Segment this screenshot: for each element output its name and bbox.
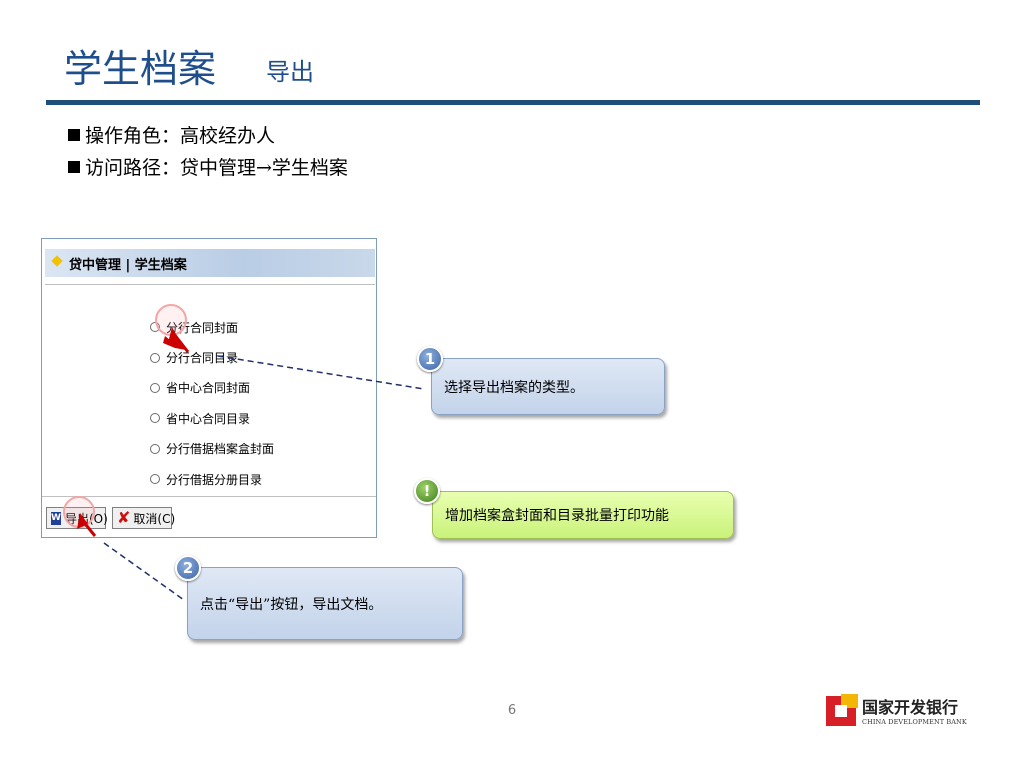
step1-badge: 1 (417, 346, 443, 372)
radio-button-icon[interactable] (150, 443, 160, 454)
bullet-text-path: 访问路径：贷中管理→学生档案 (85, 157, 348, 179)
word-document-icon: W (51, 511, 61, 525)
bank-logo-mark-icon (826, 694, 858, 726)
radio-option-branch-receipt-box-cover[interactable]: 分行借据档案盒封面 (150, 434, 274, 464)
cancel-button[interactable]: ✘取消(C) (112, 507, 176, 529)
radio-option-provincial-contract-index[interactable]: 省中心合同目录 (150, 403, 274, 433)
radio-option-branch-contract-index[interactable]: 分行合同目录 (150, 342, 274, 372)
bank-logo: 国家开发银行 CHINA DEVELOPMENT BANK (826, 694, 976, 734)
bank-name-cn: 国家开发银行 (862, 698, 959, 717)
panel-footer-divider (42, 496, 376, 497)
callout-step1: 选择导出档案的类型。 (431, 358, 665, 415)
step2-badge: 2 (175, 555, 201, 581)
callout-step2-text: 点击“导出”按钮，导出文档。 (200, 596, 383, 613)
radio-label: 分行合同目录 (166, 351, 239, 366)
square-bullet-icon (68, 161, 80, 173)
radio-label: 分行借据分册目录 (166, 472, 263, 487)
radio-button-icon[interactable] (150, 382, 160, 393)
bullet-item: 访问路径：贷中管理→学生档案 (68, 152, 348, 184)
red-cursor-arrow-icon (163, 332, 186, 350)
connector-line-step1 (217, 355, 425, 390)
radio-option-branch-receipt-volume-index[interactable]: 分行借据分册目录 (150, 464, 274, 494)
square-bullet-icon (68, 129, 80, 141)
callout-step2: 点击“导出”按钮，导出文档。 (187, 567, 463, 640)
bullet-list: 操作角色：高校经办人 访问路径：贷中管理→学生档案 (68, 120, 348, 184)
export-panel-screenshot: 贷中管理 | 学生档案 分行合同封面 分行合同目录 省中心合同封面 省中心合同目… (41, 238, 377, 538)
connector-line-step2 (103, 542, 185, 601)
panel-header: 贷中管理 | 学生档案 (45, 249, 375, 277)
red-x-icon: ✘ (117, 508, 131, 527)
radio-option-provincial-contract-cover[interactable]: 省中心合同封面 (150, 373, 274, 403)
radio-label: 省中心合同封面 (166, 381, 251, 396)
panel-breadcrumb: 贷中管理 | 学生档案 (69, 258, 187, 273)
callout-note: 增加档案盒封面和目录批量打印功能 (432, 491, 734, 539)
radio-button-icon[interactable] (150, 474, 160, 485)
slide-title: 学生档案 (64, 47, 217, 91)
callout-note-text: 增加档案盒封面和目录批量打印功能 (445, 508, 669, 524)
red-arrow-shaft (172, 333, 190, 353)
radio-button-icon[interactable] (150, 352, 160, 363)
red-arrow-shaft (80, 519, 97, 537)
slide-subtitle: 导出 (266, 58, 314, 86)
bullet-text-role: 操作角色：高校经办人 (85, 125, 276, 147)
page-number: 6 (507, 703, 517, 718)
panel-divider (45, 284, 375, 285)
radio-label: 分行借据档案盒封面 (166, 442, 275, 457)
radio-label: 省中心合同目录 (166, 411, 251, 426)
bank-name-en: CHINA DEVELOPMENT BANK (862, 718, 967, 726)
radio-button-icon[interactable] (150, 413, 160, 424)
bullet-item: 操作角色：高校经办人 (68, 120, 348, 152)
callout-step1-text: 选择导出档案的类型。 (444, 379, 584, 396)
exclamation-badge: ! (414, 478, 440, 504)
cancel-button-label: 取消(C) (133, 511, 176, 526)
title-divider (46, 100, 980, 105)
